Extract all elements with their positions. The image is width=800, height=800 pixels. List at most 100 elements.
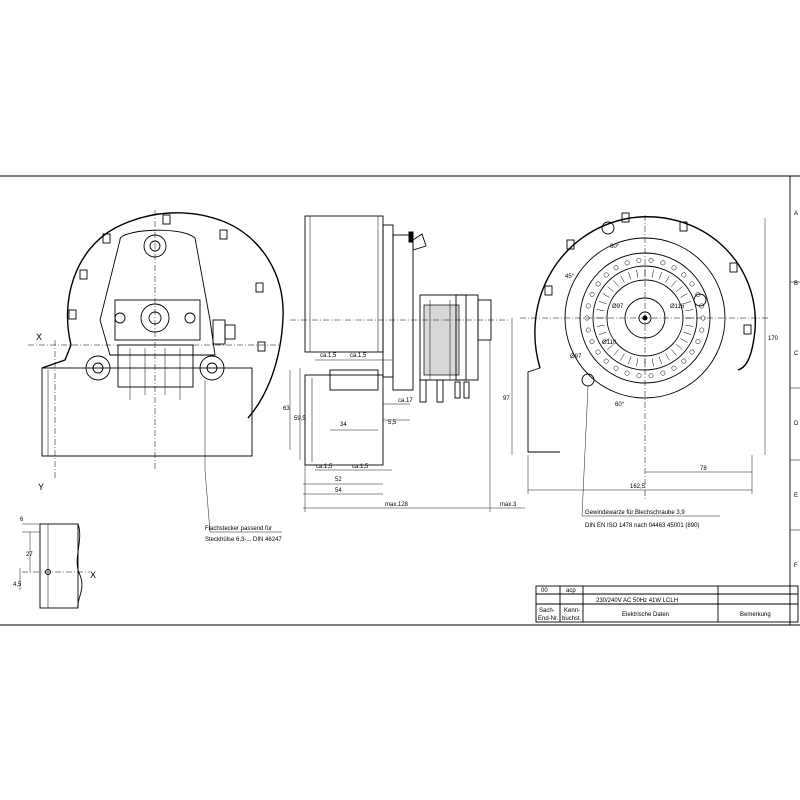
detail-view: 6 27 4,5 X [13, 517, 96, 609]
rear-slot [628, 356, 632, 365]
rear-vent-hole [585, 327, 591, 333]
title-row-kennbuchst: acp [566, 588, 576, 594]
side-dim-8: ca.1,5 [352, 464, 369, 470]
side-dim-12: max.3 [500, 502, 517, 508]
title-head-end-nr: End-Nr. [538, 616, 559, 622]
rear-vent-hole [585, 303, 591, 309]
rear-view: 45° 60° Ø97 Ø116 Ø110 Ø97 60° 170 97 78 … [503, 212, 779, 529]
rear-slot [676, 286, 683, 292]
rear-dim-d97-b: Ø97 [570, 354, 582, 360]
side-dim-10: 54 [335, 488, 342, 494]
rear-vent-hole [595, 281, 601, 287]
rear-vent-hole [613, 265, 619, 271]
screw-note-line1: Gewindewarze für Blechschraube 3,9 [585, 510, 685, 516]
rear-dim-97: 97 [503, 396, 510, 402]
rear-vent-hole [603, 358, 609, 364]
border-letter-b: B [794, 281, 798, 287]
rear-slot [683, 331, 692, 335]
drawing-frame: A B C D E F [0, 175, 800, 626]
rear-vent-hole [681, 272, 687, 278]
title-head-buchst: buchst. [562, 616, 582, 622]
rear-slot [602, 293, 610, 298]
rear-dim-d110: Ø110 [602, 340, 617, 346]
detail-dim-6: 6 [20, 517, 24, 523]
rear-dim-angle-45: 45° [565, 274, 575, 280]
border-letter-e: E [794, 493, 798, 499]
rear-dim-angle-60-top: 60° [610, 244, 620, 250]
rear-slot [620, 275, 625, 283]
rear-dim-162-5: 162,5 [630, 484, 646, 490]
connector-note-line1: Flachstecker passend für [205, 526, 272, 532]
rear-slot [665, 353, 670, 361]
title-head-sach: Sach- [539, 608, 555, 614]
side-dim-4: 34 [340, 422, 347, 428]
rear-slot [671, 280, 677, 287]
rear-vent-hole [695, 339, 701, 345]
rear-vent-hole [624, 260, 630, 266]
rear-vent-hole [660, 260, 666, 266]
rear-vent-hole [603, 272, 609, 278]
rear-dim-78: 78 [700, 466, 707, 472]
rear-slot [658, 271, 662, 280]
title-head-kenn: Kenn- [564, 608, 580, 614]
rear-slot [598, 331, 607, 335]
rear-dim-angle-60-bottom: 60° [615, 402, 625, 408]
front-axis-y-label: Y [38, 482, 44, 492]
rear-vent-hole [648, 373, 654, 379]
rear-slot [596, 309, 605, 312]
border-letter-d: D [794, 421, 799, 427]
rear-vent-hole [671, 365, 677, 371]
rear-slot [613, 349, 619, 356]
rear-slot [658, 356, 662, 365]
rear-dim-d97-a: Ø97 [612, 304, 624, 310]
side-view: ca.1,5 ca.1,5 63 59,5 34 5,5 ca.17 ca.1,… [283, 215, 525, 512]
rear-slot [636, 269, 639, 278]
border-letter-f: F [794, 563, 798, 569]
side-dim-5: 5,5 [388, 420, 397, 426]
rear-slot [685, 309, 694, 312]
side-dim-3: 59,5 [294, 416, 306, 422]
rear-slot [683, 301, 692, 305]
title-head-bemerkung: Bemerkung [740, 612, 771, 618]
rear-vent-hole [648, 257, 654, 263]
title-block: 00 acp 230/240V AC 50Hz 41W LCLH Sach- E… [535, 585, 799, 623]
rear-vent-hole [595, 349, 601, 355]
front-axis-x-label: X [36, 332, 42, 342]
rear-vent-hole [689, 281, 695, 287]
rear-slot [613, 280, 619, 287]
front-view: X Y Flachstecker passend für Steckhülse … [28, 210, 284, 543]
rear-vent-hole [589, 339, 595, 345]
border-letter-a: A [794, 211, 798, 217]
rear-slot [628, 271, 632, 280]
rear-slot [602, 338, 610, 343]
rear-vent-hole [699, 327, 705, 333]
rear-slot [665, 275, 670, 283]
rear-slot [607, 286, 614, 292]
rear-slot [651, 269, 654, 278]
side-dim-1: ca.1,5 [350, 353, 367, 359]
border-letter-c: C [794, 351, 799, 357]
rear-dim-d116: Ø116 [670, 304, 685, 310]
screw-note-line2: DIN EN ISO 1478 nach 04463 45001 (890) [585, 523, 699, 529]
side-dim-11: max.128 [385, 502, 409, 508]
rear-slot [596, 324, 605, 327]
rear-vent-hole [589, 291, 595, 297]
rear-slot [598, 301, 607, 305]
title-head-elektrische-daten: Elektrische Daten [622, 612, 669, 618]
detail-dim-27: 27 [26, 552, 33, 558]
side-dim-7: ca.1,5 [316, 464, 333, 470]
rear-slot [680, 338, 688, 343]
rear-slot [676, 344, 683, 350]
rear-vent-hole [681, 358, 687, 364]
rear-dim-170: 170 [768, 336, 779, 342]
rear-vent-hole [613, 365, 619, 371]
detail-dim-4-5: 4,5 [13, 582, 22, 588]
rear-slot [671, 349, 677, 356]
connector-note-line2: Steckhülse 6,3-... DIN 46247 [205, 537, 282, 543]
rear-slot [620, 353, 625, 361]
rear-vent-hole [624, 370, 630, 376]
rear-vent-hole [689, 349, 695, 355]
title-row-elektrische-daten: 230/240V AC 50Hz 41W LCLH [596, 598, 678, 604]
side-dim-2: 63 [283, 406, 290, 412]
